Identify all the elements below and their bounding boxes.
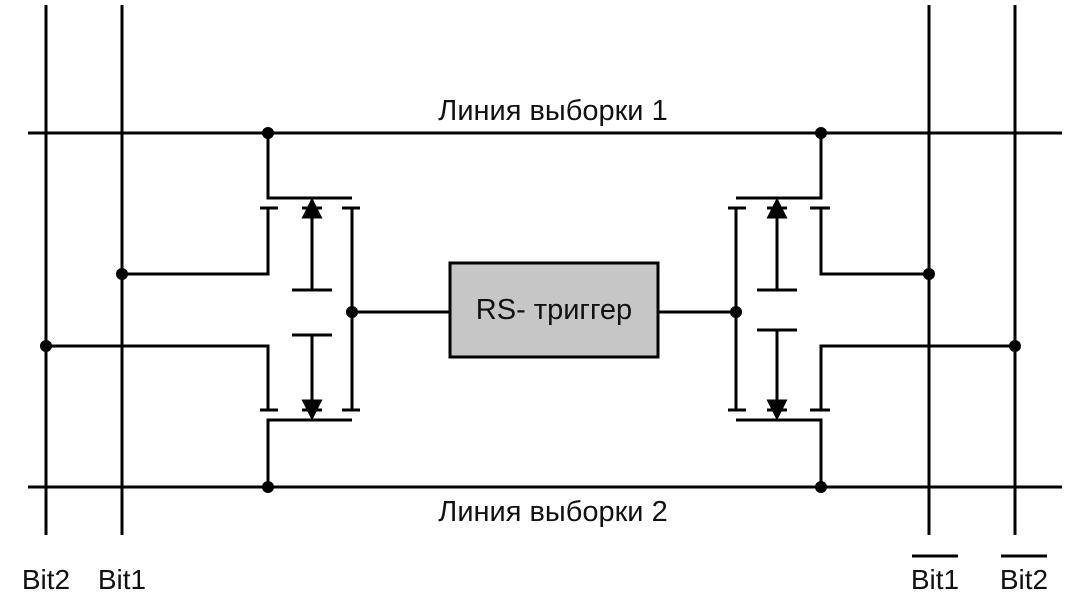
rs-trigger-label: RS- триггер <box>476 294 632 326</box>
select-line-1-label: Линия выборки 1 <box>438 95 667 127</box>
bit1-bar-label: Bit1 <box>911 564 959 595</box>
bit2-label: Bit2 <box>22 564 70 595</box>
right-transistor-pair <box>728 133 1015 487</box>
rs-trigger-box <box>448 261 660 359</box>
bit1-label: Bit1 <box>98 564 146 595</box>
bit2-bar-label: Bit2 <box>1000 564 1048 595</box>
left-transistor-pair <box>46 133 360 487</box>
select-line-2-label: Линия выборки 2 <box>438 496 667 528</box>
junction-dots <box>40 127 1021 493</box>
